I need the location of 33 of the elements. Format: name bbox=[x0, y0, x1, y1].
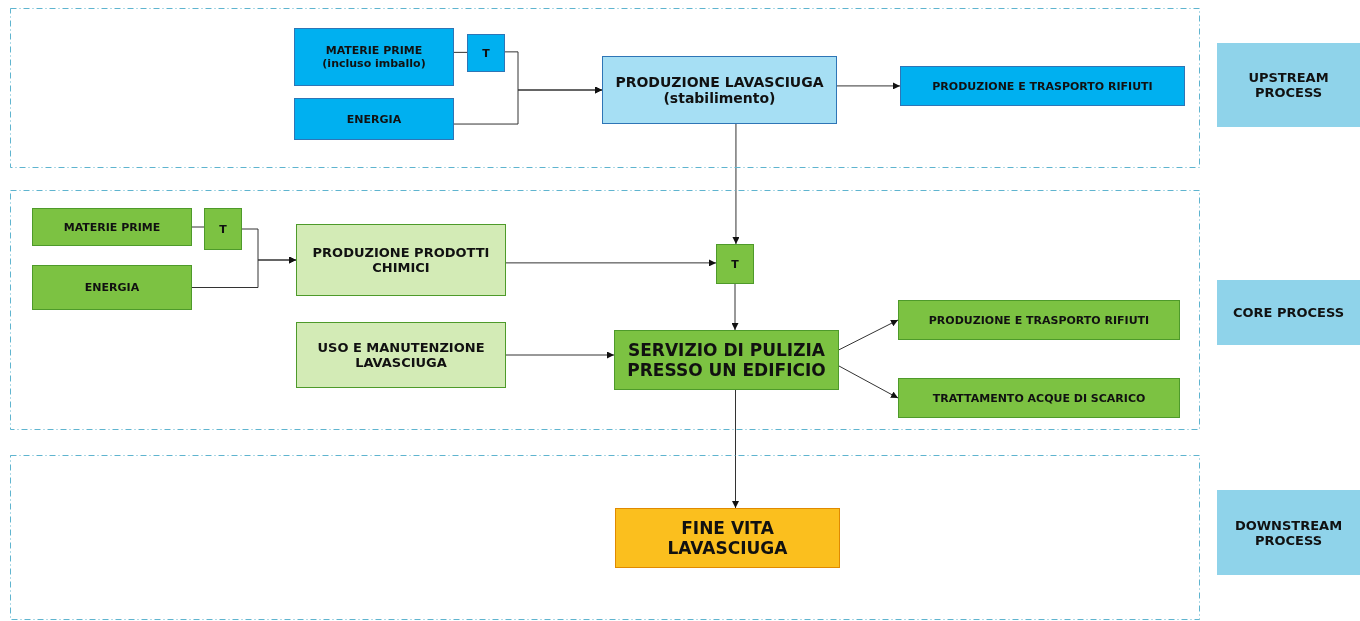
process-box: ENERGIA bbox=[294, 98, 454, 140]
process-box: SERVIZIO DI PULIZIA PRESSO UN EDIFICIO bbox=[614, 330, 839, 390]
connector-line bbox=[191, 226, 205, 228]
arrow bbox=[453, 86, 603, 125]
arrow bbox=[836, 82, 901, 90]
process-box: MATERIE PRIME bbox=[32, 208, 192, 246]
process-box: USO E MANUTENZIONE LAVASCIUGA bbox=[296, 322, 506, 388]
process-box: T bbox=[204, 208, 242, 250]
band-heading: DOWNSTREAM PROCESS bbox=[1217, 490, 1360, 575]
arrow bbox=[191, 256, 297, 288]
process-band bbox=[10, 8, 1360, 168]
process-box: FINE VITA LAVASCIUGA bbox=[615, 508, 840, 568]
process-box: PRODUZIONE LAVASCIUGA (stabilimento) bbox=[602, 56, 837, 124]
process-box: PRODUZIONE E TRASPORTO RIFIUTI bbox=[898, 300, 1180, 340]
process-box: TRATTAMENTO ACQUE DI SCARICO bbox=[898, 378, 1180, 418]
process-box: MATERIE PRIME (incluso imballo) bbox=[294, 28, 454, 86]
arrow bbox=[838, 319, 899, 351]
band-heading: CORE PROCESS bbox=[1217, 280, 1360, 345]
process-band bbox=[10, 190, 1360, 430]
arrow bbox=[732, 389, 739, 509]
process-box: PRODUZIONE PRODOTTI CHIMICI bbox=[296, 224, 506, 296]
arrow bbox=[505, 351, 615, 359]
process-box: T bbox=[467, 34, 505, 72]
process-band bbox=[10, 455, 1360, 620]
arrow bbox=[505, 259, 717, 267]
arrow bbox=[731, 283, 739, 331]
process-box: PRODUZIONE E TRASPORTO RIFIUTI bbox=[900, 66, 1185, 106]
process-box: T bbox=[716, 244, 754, 284]
arrow bbox=[838, 365, 899, 399]
arrow bbox=[732, 123, 740, 245]
band-heading: UPSTREAM PROCESS bbox=[1217, 43, 1360, 127]
process-box: ENERGIA bbox=[32, 265, 192, 310]
connector-line bbox=[453, 51, 468, 53]
